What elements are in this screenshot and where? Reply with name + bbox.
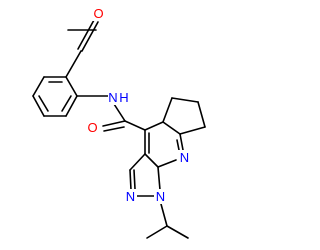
isopropyl-methyl-bond [166,225,189,239]
pyridine-bond [144,153,159,168]
amide-carbonyl-double-bond-2 [103,126,125,132]
n-to-isopropyl-bond [160,203,168,227]
phenyl-bond [65,95,78,117]
pyridine-aromatic-inner-bond [176,139,180,151]
cyclopentane-bond [179,126,206,135]
cyclopentane-bond [197,101,206,128]
acetyl-carbonyl-double-bond-2 [77,19,95,50]
pyridine-bond [157,159,177,168]
atom-o-amide: O [86,120,99,135]
phenyl-aromatic-inner-bond [61,95,72,112]
atom-n-pyrazole-1-label: N [156,189,165,204]
phenyl-bond [65,76,78,97]
phenyl-aromatic-inner-bond [38,95,49,112]
pyrazole-bond [157,166,161,191]
atom-n-amide-label: N [108,90,117,105]
atom-n-pyrazole-2: N [124,189,137,204]
atom-o-acetyl-label: O [93,6,103,21]
atom-n-pyridine: N [178,150,191,165]
pyrazole-bond [129,169,132,191]
atom-n-pyrazole-1: N [154,189,167,204]
acetyl-ring-bond [65,50,82,78]
cyclopentane-bond [171,97,199,103]
atom-o-amide-label: O [87,120,97,135]
pyridine-bond [179,133,184,151]
bond-lines [32,19,206,239]
pyrazole-aromatic-inner-bond [133,169,136,190]
pyridine-bond [144,121,164,131]
amide-carbonyl-double-bond [102,120,126,127]
atom-n-pyrazole-2-label: N [126,189,135,204]
atom-h-amide-label: H [119,90,128,105]
atom-o-acetyl: O [92,6,105,21]
acetyl-carbonyl-double-bond [81,21,99,52]
molecule-structure-canvas: O N H O N N N [32,6,206,239]
atom-labels: O N H O N N N [86,6,191,204]
atom-n-pyridine-label: N [180,150,189,165]
molecule-structure-diagram: O N H O N N N [32,6,206,239]
phenyl-bond [32,76,45,97]
pyridine-bond [162,121,181,135]
nitrogen-to-carbonyl-bond [113,103,126,122]
carbonyl-to-ring-bond [124,120,146,131]
isopropyl-methyl-bond [146,225,168,239]
cyclopentane-bond [162,97,173,123]
phenyl-bond [32,95,45,117]
pyrazole-bond [129,153,146,171]
atom-nh-amide: N H [108,90,130,105]
